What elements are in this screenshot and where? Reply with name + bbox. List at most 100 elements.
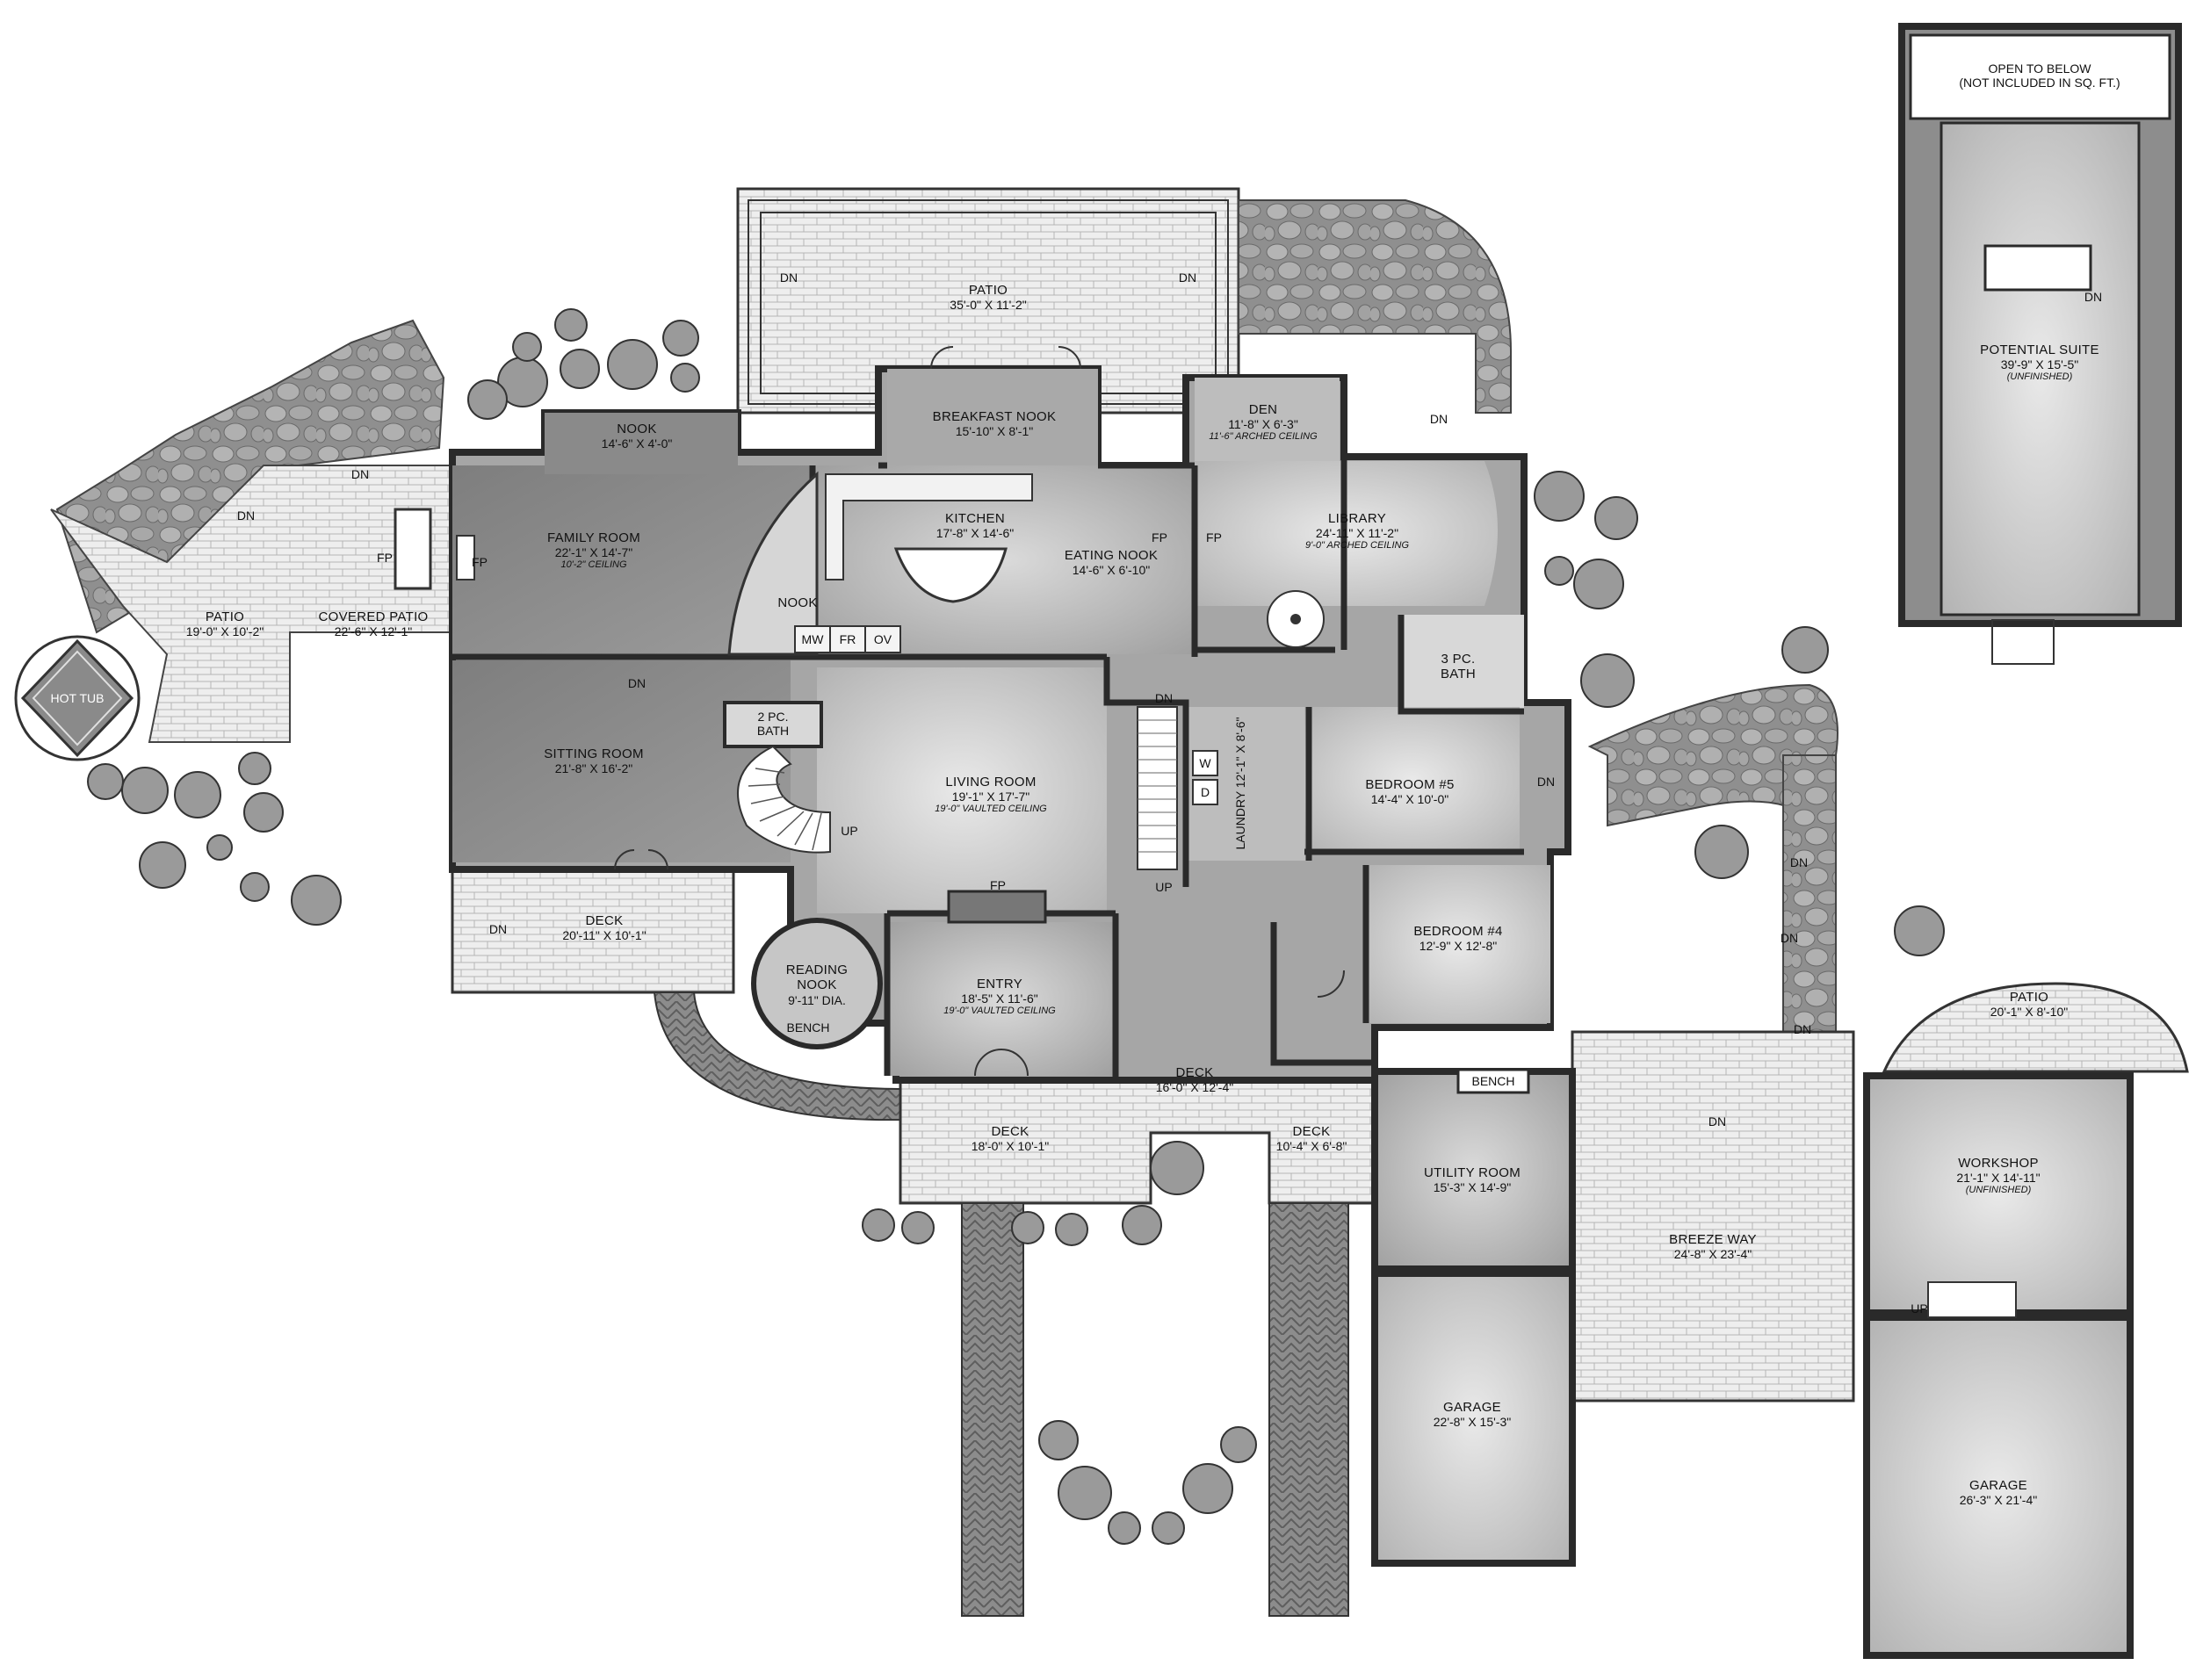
- breeze-way-name: BREEZE WAY: [1669, 1232, 1757, 1247]
- room-living-room: LIVING ROOM 19'-1" X 17'-7" 19'-0" VAULT…: [935, 775, 1046, 815]
- covered-patio-name: COVERED PATIO: [318, 609, 429, 624]
- bath3-name2: BATH: [1440, 667, 1477, 682]
- garage-right-name: GARAGE: [1969, 1478, 2027, 1493]
- library-name: LIBRARY: [1327, 511, 1387, 526]
- dn-label-east-1: DN: [1789, 855, 1809, 869]
- laundry-name: LAUNDRY: [1233, 791, 1247, 850]
- patio-right-name: PATIO: [2009, 990, 2049, 1005]
- entry-name: ENTRY: [976, 977, 1023, 991]
- potential-suite-dim: 39'-9" X 15'-5": [2000, 357, 2079, 372]
- dn-label-east-2: DN: [1780, 931, 1799, 945]
- room-covered-patio: COVERED PATIO 22'-6" X 12'-1": [318, 609, 428, 638]
- deck-front-right-name: DECK: [1292, 1124, 1331, 1139]
- garage-left-name: GARAGE: [1443, 1400, 1501, 1415]
- room-potential-suite: POTENTIAL SUITE 39'-9" X 15'-5" (UNFINIS…: [1980, 342, 2099, 383]
- up-label-sitting: UP: [841, 824, 858, 838]
- dn-label-breeze: DN: [1708, 1114, 1727, 1128]
- room-den: DEN 11'-8" X 6'-3" 11'-6" ARCHED CEILING: [1209, 402, 1317, 443]
- bedroom4-area: [1366, 865, 1550, 1023]
- kitchen-island: [893, 547, 1008, 603]
- reading-nook-dim: 9'-11" DIA.: [788, 992, 846, 1007]
- room-bedroom5: BEDROOM #5 14'-4" X 10'-0": [1365, 777, 1454, 806]
- trees: [87, 308, 1945, 1545]
- sitting-room-name: SITTING ROOM: [544, 746, 644, 761]
- room-patio-left: PATIO 19'-0" X 10'-2": [186, 609, 264, 638]
- dn-label-family: DN: [627, 676, 647, 690]
- dn-label-bedroom5: DN: [1536, 775, 1556, 789]
- sitting-room-dim: 21'-8" X 16'-2": [554, 761, 633, 776]
- washer-label: W: [1199, 756, 1211, 770]
- breakfast-nook-name: BREAKFAST NOOK: [932, 409, 1057, 424]
- bath2-name2: BATH: [756, 724, 790, 739]
- fp-label-family: FP: [472, 555, 488, 569]
- dn-label-suite: DN: [2084, 290, 2103, 304]
- workshop-name: WORKSHOP: [1958, 1156, 2039, 1171]
- fp-label-eating: FP: [1152, 530, 1167, 544]
- up-label-workshop: UP: [1911, 1301, 1928, 1316]
- garage-right-dim: 26'-3" X 21'-4": [1959, 1493, 2038, 1508]
- room-nook-top: NOOK 14'-6" X 4'-0": [602, 422, 673, 451]
- bath2-name: 2 PC.: [757, 710, 789, 724]
- potential-suite-note: (UNFINISHED): [2006, 371, 2073, 383]
- room-bath2: 2 PC. BATH: [757, 710, 789, 738]
- curved-stair: [737, 745, 831, 854]
- living-room-name: LIVING ROOM: [945, 775, 1037, 790]
- potential-suite-name: POTENTIAL SUITE: [1980, 342, 2099, 357]
- room-garage-left: GARAGE 22'-8" X 15'-3": [1434, 1400, 1511, 1429]
- garage-wing: [1371, 1068, 2134, 1659]
- room-bedroom4: BEDROOM #4 12'-9" X 12'-8": [1413, 924, 1502, 953]
- room-nook-small: NOOK: [777, 595, 817, 610]
- walkway-left: [961, 1202, 1024, 1617]
- patio-right-area: [1882, 982, 2189, 1073]
- entry-note: 19'-0" VAULTED CEILING: [943, 1006, 1056, 1017]
- bench-label-reading: BENCH: [786, 1020, 830, 1035]
- nook-small-name: NOOK: [777, 595, 818, 610]
- utility-room-dim: 15'-3" X 14'-9": [1433, 1180, 1512, 1195]
- patio-left-dim: 19'-0" X 10'-2": [185, 624, 264, 639]
- family-room-note: 10'-2" CEILING: [560, 559, 627, 571]
- open-below-note: (NOT INCLUDED IN SQ. FT.): [1959, 76, 2120, 90]
- walkway-right: [1268, 1202, 1349, 1617]
- room-deck-left: DECK 20'-11" X 10'-1": [562, 913, 646, 942]
- dn-label-living-stair: DN: [1154, 691, 1174, 705]
- breakfast-nook-area: [887, 369, 1098, 465]
- room-patio-top: PATIO 35'-0" X 11'-2": [950, 283, 1026, 312]
- dn-label-nook: DN: [350, 467, 370, 481]
- room-open-below: OPEN TO BELOW (NOT INCLUDED IN SQ. FT.): [1959, 61, 2120, 90]
- fr-label: FR: [839, 632, 856, 646]
- deck-front-left-dim: 18'-0" X 10'-1": [971, 1139, 1050, 1154]
- room-patio-right: PATIO 20'-1" X 8'-10": [1990, 990, 2068, 1019]
- living-room-area: [817, 667, 1107, 913]
- deck-front-left-name: DECK: [991, 1124, 1029, 1139]
- room-reading-nook: READING NOOK 9'-11" DIA.: [786, 963, 848, 1007]
- garage-left-area: [1371, 1270, 1576, 1567]
- utility-room-name: UTILITY ROOM: [1424, 1165, 1521, 1180]
- room-breeze-way: BREEZE WAY 24'-8" X 23'-4": [1669, 1232, 1757, 1261]
- dn-label-patio-right: DN: [1178, 270, 1197, 285]
- room-deck-front-right: DECK 10'-4" X 6'-8": [1276, 1124, 1347, 1153]
- family-room-name: FAMILY ROOM: [546, 530, 641, 545]
- workshop-note: (UNFINISHED): [1965, 1185, 2032, 1196]
- bath3-name: 3 PC.: [1441, 652, 1476, 667]
- ov-label: OV: [873, 632, 892, 646]
- deck-left-dim: 20'-11" X 10'-1": [562, 928, 647, 943]
- fp-label-library: FP: [1206, 530, 1222, 544]
- outdoor-areas: [14, 187, 2189, 1617]
- nook-top-area: [545, 413, 738, 474]
- room-eating-nook: EATING NOOK 14'-6" X 6'-10": [1065, 548, 1158, 577]
- bedroom5-name: BEDROOM #5: [1365, 777, 1455, 792]
- living-room-note: 19'-0" VAULTED CEILING: [935, 804, 1047, 815]
- utility-room-area: [1371, 1068, 1576, 1273]
- nook-curve: [727, 471, 819, 656]
- library-dim: 24'-11" X 11'-2": [1315, 526, 1399, 541]
- laundry-dim: 12'-1" X 8'-6": [1233, 717, 1247, 789]
- covered-patio-dim: 22'-6" X 12'-1": [334, 624, 413, 639]
- interior: [394, 365, 1571, 1084]
- straight-stair: [1137, 706, 1178, 870]
- patio-top-name: PATIO: [968, 283, 1008, 298]
- dn-label-stone: DN: [236, 508, 256, 523]
- breakfast-nook-dim: 15'-10" X 8'-1": [955, 424, 1034, 439]
- reading-nook-area: [751, 918, 883, 1049]
- up-label-living: UP: [1155, 880, 1173, 894]
- nook-top-dim: 14'-6" X 4'-0": [601, 436, 673, 451]
